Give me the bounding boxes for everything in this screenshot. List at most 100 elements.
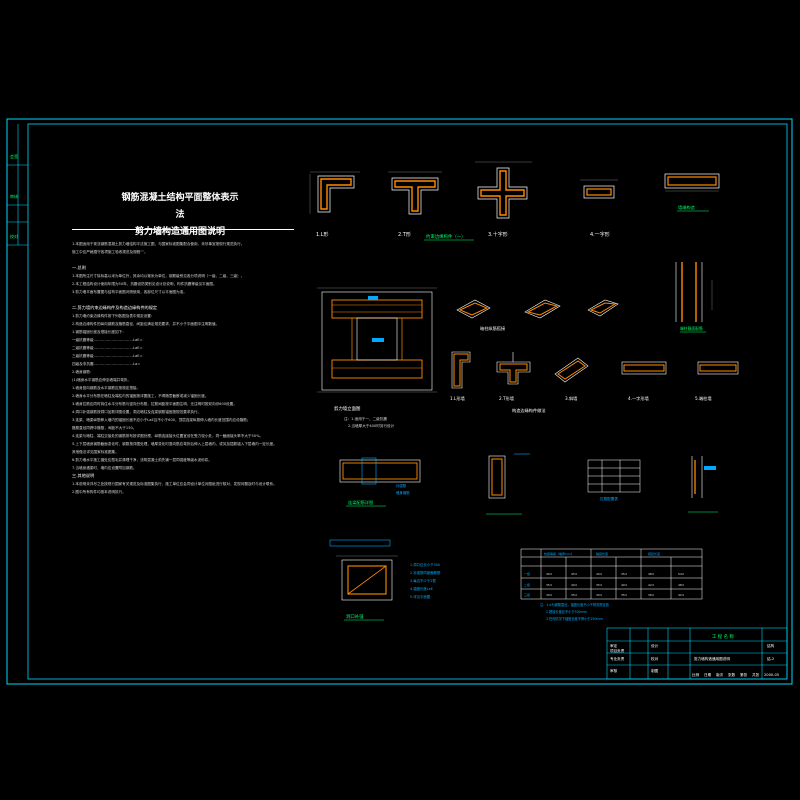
anchorage-note-3: 3.任何情况下锚固长度不得小于250mm (546, 616, 603, 621)
tb-bottom-6: 共张 (752, 672, 760, 677)
title-block-text: 审定 项目负责 专业负责 审核 设计 校对 制图 工 程 名 称 剪力墙构造通用… (610, 633, 779, 677)
note-line: 三级抗震等级……………………………LaE= (72, 354, 143, 358)
table-row-3-c7: 42d (678, 593, 684, 597)
caption-d1: 1.L形墙 (450, 395, 465, 402)
tb-number: 结-2 (767, 656, 774, 661)
tb-row2-label-1: 设计 (651, 643, 659, 648)
tie-table-title: 拉筋配置表 (600, 496, 618, 501)
column-elevation (675, 262, 713, 322)
table-head-1: 抗震等级（墙厚mm） (544, 551, 574, 556)
table-row-2-c6: 42d (648, 583, 654, 587)
sheet-title-line-1: 钢筋混凝土结构平面整体表示法 (121, 193, 239, 220)
tb-row-label-1: 审定 (610, 643, 618, 648)
tb-row2-label-2: 校对 (651, 656, 659, 661)
table-row-2-c1: 二级 (524, 582, 530, 587)
table-row-2-c7: 48d (678, 583, 684, 587)
table-row-1-c7: 54d (678, 572, 684, 576)
table-row-1-c6: 48d (648, 572, 654, 576)
section-wall-end (664, 173, 720, 192)
caption-d5: 5.端柱墙 (695, 395, 712, 402)
caption-cross-shape: 3.十字形 (488, 231, 508, 238)
tb-bottom-3: 版次 (716, 672, 724, 677)
tb-code: 结构 (767, 643, 775, 648)
elevation-tag-2 (372, 338, 384, 342)
caption-wall-elevation: 剪力墙立面图 (334, 405, 361, 412)
table-row-3-c1: 三级 (524, 592, 530, 597)
tb-bottom-7: 2000-05 (764, 673, 779, 677)
note-line: 5.上下层墙身钢筋截面变化时，钢筋按详图处理，墙厚变化时竖向筋应弯折后伸入上层墙… (72, 442, 277, 446)
wall-elevation (317, 287, 437, 393)
caption-lap: 暗柱纵筋搭接 (480, 325, 506, 332)
opening-header-bar (329, 539, 391, 547)
lap-splice-details (456, 299, 619, 319)
section-straight-shape (580, 179, 618, 199)
opening-detail (336, 555, 398, 601)
outer-frame (6, 118, 793, 685)
wall-end-detail (691, 456, 716, 498)
table-row-1-c4: 40d (596, 572, 602, 576)
sheet-title-line-2: 剪力墙构造通用图说明 (134, 227, 225, 237)
general-notes: 1.本图适用于现浇钢筋混凝土剪力墙结构平法施工图，与国家标准图集配合使用，未尽事… (72, 240, 294, 496)
section-l-shape (309, 171, 360, 214)
note-line: 6.剪力墙水平施工缝处应凿毛并清理干净，浇筑混凝土前先铺一层同强度等级水泥砂浆。 (72, 458, 212, 462)
note-line: 3.剪力墙平面布置图与结构平面图对照使用，各部位尺寸以平面图为准。 (72, 290, 187, 294)
note-line: 1.本说明未详尽之处按现行国家有关规范及标准图集执行，施工单位应会同设计单位对图… (72, 482, 277, 486)
note-line: 2.构造边缘构件的纵向钢筋及箍筋直径、间距应满足规范要求，并不小于平面图中注明数… (72, 322, 220, 326)
note-line: 1.钢筋锚固长度及搭接长度如下： (72, 330, 126, 334)
table-row-2-c2: 35d (546, 583, 552, 587)
note-line: 4.洞口补强钢筋按洞口加筋详图设置，洞边暗柱及连梁钢筋锚固按规范要求执行。 (72, 410, 202, 414)
note-line: 2.墙身钢筋： (72, 370, 94, 374)
opening-note-2: 2.补强筋同被截断筋 (410, 570, 441, 575)
caption-d2: 2.T形墙 (499, 395, 514, 402)
note-line: 3.连梁、暗梁纵筋伸入墙内的锚固长度不应小于LaE且不小于600，顶层连梁纵筋伸… (72, 418, 251, 422)
caption-opening: 洞口补强 (346, 613, 364, 620)
tb-row-label-4: 审核 (610, 668, 618, 673)
opening-note-1: 1.洞口边长小于300 (410, 562, 440, 567)
table-row-1-c5: 45d (621, 572, 627, 576)
note-elev-2: 2.当墙厚大于400时另行设计 (348, 423, 395, 428)
title-block (606, 627, 788, 680)
note-line (72, 256, 294, 264)
section-t-shape (388, 171, 442, 215)
tb-row-label-2: 项目负责 (610, 648, 625, 653)
connecting-beam-detail (339, 457, 421, 485)
note-line: 箍筋直径同跨中箍筋，间距不大于150。 (72, 426, 137, 430)
beam-label-a: 补强筋 (396, 483, 407, 488)
section-cross-shape (475, 161, 532, 219)
caption-wall-end: 墙端构造 (678, 204, 696, 211)
detail-l-wall (451, 351, 471, 389)
note-line: 1.墙身竖向钢筋及水平钢筋应按规定搭接。 (72, 386, 141, 390)
anchorage-table-text: 抗震等级（墙厚mm） 锚固长度 搭接长度 一级 40d 45d 40d 45d … (524, 551, 684, 597)
table-row-3-c5: 35d (621, 593, 627, 597)
table-row-1-c1: 一级 (524, 571, 530, 576)
note-heading: 三.其他说明 (72, 473, 95, 478)
beam-label-b: 墙身钢筋 (396, 490, 410, 495)
note-line: 二级抗震等级……………………………LaE= (72, 346, 143, 350)
anchorage-table (520, 548, 703, 600)
table-row-3-c6: 36d (648, 593, 654, 597)
table-row-2-c5: 40d (621, 583, 627, 587)
note-line: 施工中应严格遵守各项施工验收规范及规程“”。 (72, 250, 148, 254)
table-row-1-c2: 40d (546, 572, 552, 576)
column-detail (488, 453, 530, 499)
opening-notes: 1.洞口边长小于300 2.补强筋同被截断筋 3.每边不少于2根 4.锚固长度L… (410, 562, 441, 599)
note-line: 一级抗震等级……………………………LaE= (72, 338, 143, 342)
caption-beam: 连梁配筋详图 (348, 499, 373, 506)
binding-labels: 会签 审核 校对 (10, 153, 18, 239)
table-row-2-c3: 40d (571, 583, 577, 587)
detail-end-column-wall (697, 361, 739, 375)
note-line: 2.本工程结构设计使用年限为50年，抗震设防类别见设计总说明，构件抗震等级见平面… (72, 282, 217, 286)
note-elev-1: 注：1.适用于一、二级抗震 (344, 416, 387, 421)
anchorage-note-2: 2.搭接长度应不小于300mm (546, 609, 587, 614)
detail-slant-wall (554, 357, 589, 383)
opening-note-4: 4.锚固长度LaE (410, 586, 433, 591)
table-row-3-c3: 35d (571, 593, 577, 597)
note-line: 2.墙身水平分布筋在暗柱及端柱内的锚固按详图施工，不得随意截断或减少锚固长度。 (72, 394, 209, 398)
strip-label-3: 校对 (10, 233, 18, 239)
detail-straight-wall (621, 361, 667, 375)
tie-table (587, 459, 641, 493)
tb-company: 工 程 名 称 (712, 633, 734, 640)
table-row-1-c3: 45d (571, 572, 577, 576)
note-line: 7.当墙身遇梁时，墙内应设置附加钢筋。 (72, 466, 137, 470)
